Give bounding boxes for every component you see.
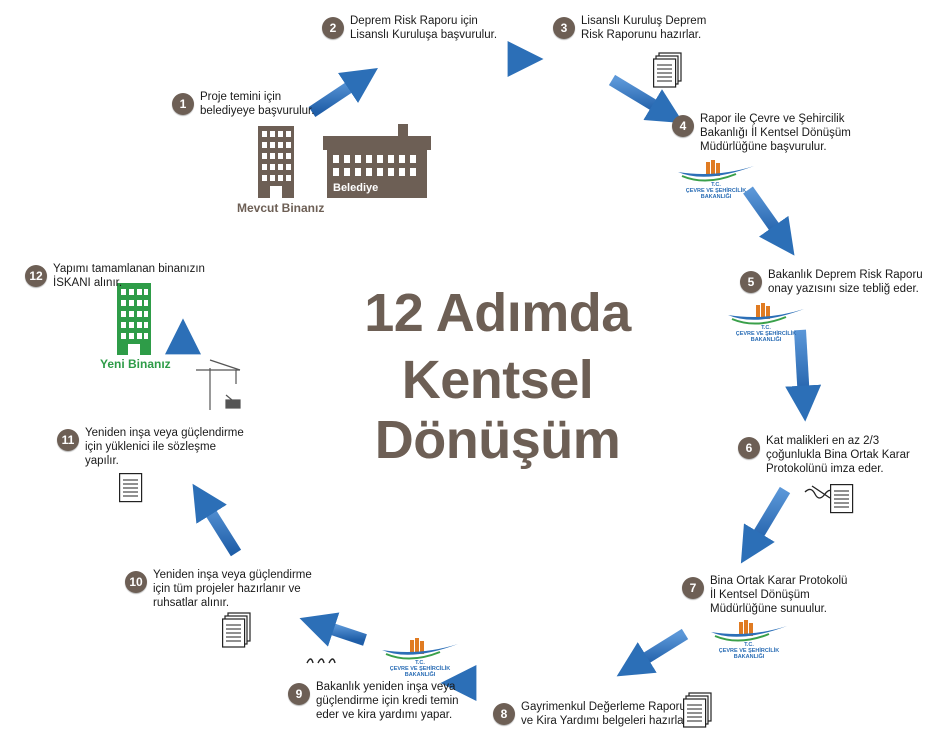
step-text-line: Yapımı tamamlanan binanızın xyxy=(53,263,205,275)
arrow-5-6 xyxy=(785,329,822,422)
step-text-line: güçlendirme için kredi temin xyxy=(316,695,459,707)
step-text-line: çoğunlukla Bina Ortak Karar xyxy=(766,449,910,461)
step-text-line: ruhsatlar alınır. xyxy=(153,597,230,609)
logo-line-3: BAKANLIĞI xyxy=(700,194,732,200)
step-number-badge: 7 xyxy=(682,577,704,599)
document-icon xyxy=(830,484,854,514)
arrow-6-7 xyxy=(740,486,791,564)
step-text-line: belediyeye başvurulur. xyxy=(200,105,315,117)
ministry-logo-mark-icon xyxy=(711,620,787,642)
step-number-badge: 2 xyxy=(322,17,344,39)
logo-line-1: T.C. xyxy=(744,642,754,648)
step-7: 7 Bina Ortak Karar Protokolü İl Kentsel D… xyxy=(682,574,847,616)
step-text-line: Lisanslı Kuruluşa başvurulur. xyxy=(350,29,498,41)
step-text-line: Yeniden inşa veya güçlendirme xyxy=(153,569,312,581)
step-text-line: Lisanslı Kuruluş Deprem xyxy=(581,15,707,27)
step-number-badge: 5 xyxy=(740,271,762,293)
logo-line-3: BAKANLIĞI xyxy=(404,672,436,678)
main-title-line-2: Kentsel Dönüşüm xyxy=(374,350,621,470)
logo-line-1: T.C. xyxy=(415,660,425,666)
ministry-logo-mark-icon xyxy=(382,638,458,660)
step-number-badge: 8 xyxy=(493,703,515,725)
new-building-label: Yeni Binanız xyxy=(100,357,171,371)
step-text-line: Kat malikleri en az 2/3 xyxy=(766,435,880,447)
document-icon xyxy=(119,473,143,503)
new-building-icon xyxy=(117,283,151,355)
logo-line-2: ÇEVRE VE ŞEHİRCİLİK xyxy=(718,648,780,654)
current-building-icon xyxy=(258,126,294,198)
step-text-line: Gayrimenkul Değerleme Raporu xyxy=(521,701,686,713)
step-8: 8 Gayrimenkul Değerleme Raporu ve Kira Ya… xyxy=(493,700,700,728)
arrow-9-10 xyxy=(299,612,367,647)
logo-line-2: ÇEVRE VE ŞEHİRCİLİK xyxy=(685,188,747,194)
municipality-building-icon xyxy=(323,124,431,198)
step-number-badge: 4 xyxy=(672,115,694,137)
step-number-badge: 10 xyxy=(125,571,147,593)
step-11: 11 Yeniden inşa veya güçlendirme için yük… xyxy=(57,426,244,468)
logo-line-3: BAKANLIĞI xyxy=(750,337,782,343)
step-number-badge: 1 xyxy=(172,93,194,115)
step-text-line: ve Kira Yardımı belgeleri hazırlanır. xyxy=(521,715,700,727)
step-9: 9 Bakanlık yeniden inşa veya güçlendirme … xyxy=(288,680,459,722)
step-text-line: Bakanlık yeniden inşa veya xyxy=(316,681,456,693)
documents-icon xyxy=(222,612,251,648)
arrow-1-2 xyxy=(308,68,378,117)
signature-marks-icon xyxy=(306,658,336,664)
arrow-7-8 xyxy=(616,628,689,677)
main-title-line-1: 12 Adımda xyxy=(364,283,631,343)
step-number-badge: 6 xyxy=(738,437,760,459)
step-5: 5 Bakanlık Deprem Risk Raporu onay yazısı… xyxy=(740,268,923,296)
step-10: 10 Yeniden inşa veya güçlendirme için tüm… xyxy=(125,568,312,610)
step-number-badge: 11 xyxy=(57,429,79,451)
step-6: 6 Kat malikleri en az 2/3 çoğunlukla Bina… xyxy=(738,434,910,476)
step-text-line: için tüm projeler hazırlanır ve xyxy=(153,583,301,595)
step-number-badge: 9 xyxy=(288,683,310,705)
step-text-line: eder ve kira yardımı yapar. xyxy=(316,709,453,721)
ministry-logo-mark-icon xyxy=(728,303,804,325)
step-text-line: yapılır. xyxy=(85,455,119,467)
step-text-line: onay yazısını size tebliğ eder. xyxy=(768,283,919,295)
step-text-line: Müdürlüğüne sunuulur. xyxy=(710,603,827,615)
step-text-line: İSKANI alınır. xyxy=(53,277,123,289)
documents-icon xyxy=(683,692,712,728)
ministry-logo-mark-icon xyxy=(678,160,754,182)
step-text-line: Deprem Risk Raporu için xyxy=(350,15,478,27)
logo-line-2: ÇEVRE VE ŞEHİRCİLİK xyxy=(389,666,451,672)
step-text-line: Bakanlığı İl Kentsel Dönüşüm xyxy=(700,127,851,139)
arrow-4-5 xyxy=(743,186,795,256)
step-text-line: Rapor ile Çevre ve Şehircilik xyxy=(700,113,845,125)
documents-icon xyxy=(653,52,682,88)
logo-line-1: T.C. xyxy=(711,182,721,188)
step-number-badge: 12 xyxy=(25,265,47,287)
step-text-line: Protokolünü imza eder. xyxy=(766,463,884,475)
step-text-line: Proje temini için xyxy=(200,91,282,103)
signature-pen-icon xyxy=(804,485,834,499)
step-text-line: için yüklenici ile sözleşme xyxy=(85,441,217,453)
crane-icon xyxy=(196,359,241,410)
step-number-badge: 3 xyxy=(553,17,575,39)
logo-line-3: BAKANLIĞI xyxy=(733,654,765,660)
logo-line-2: ÇEVRE VE ŞEHİRCİLİK xyxy=(735,331,797,337)
step-text-line: Risk Raporunu hazırlar. xyxy=(581,29,702,41)
municipality-label: Belediye xyxy=(333,182,379,194)
step-text-line: Müdürlüğüne başvurulur. xyxy=(700,141,827,153)
step-text-line: İl Kentsel Dönüşüm xyxy=(710,589,810,601)
step-1: 1 Proje temini için belediyeye başvurulur… xyxy=(172,90,314,118)
arrow-3-4 xyxy=(608,74,684,124)
step-text-line: Yeniden inşa veya güçlendirme xyxy=(85,427,244,439)
step-text-line: Bakanlık Deprem Risk Raporu xyxy=(768,269,923,281)
step-text-line: Bina Ortak Karar Protokolü xyxy=(710,575,848,587)
logo-line-1: T.C. xyxy=(761,325,771,331)
arrow-10-11 xyxy=(192,483,242,557)
current-building-label: Mevcut Binanız xyxy=(237,201,325,215)
